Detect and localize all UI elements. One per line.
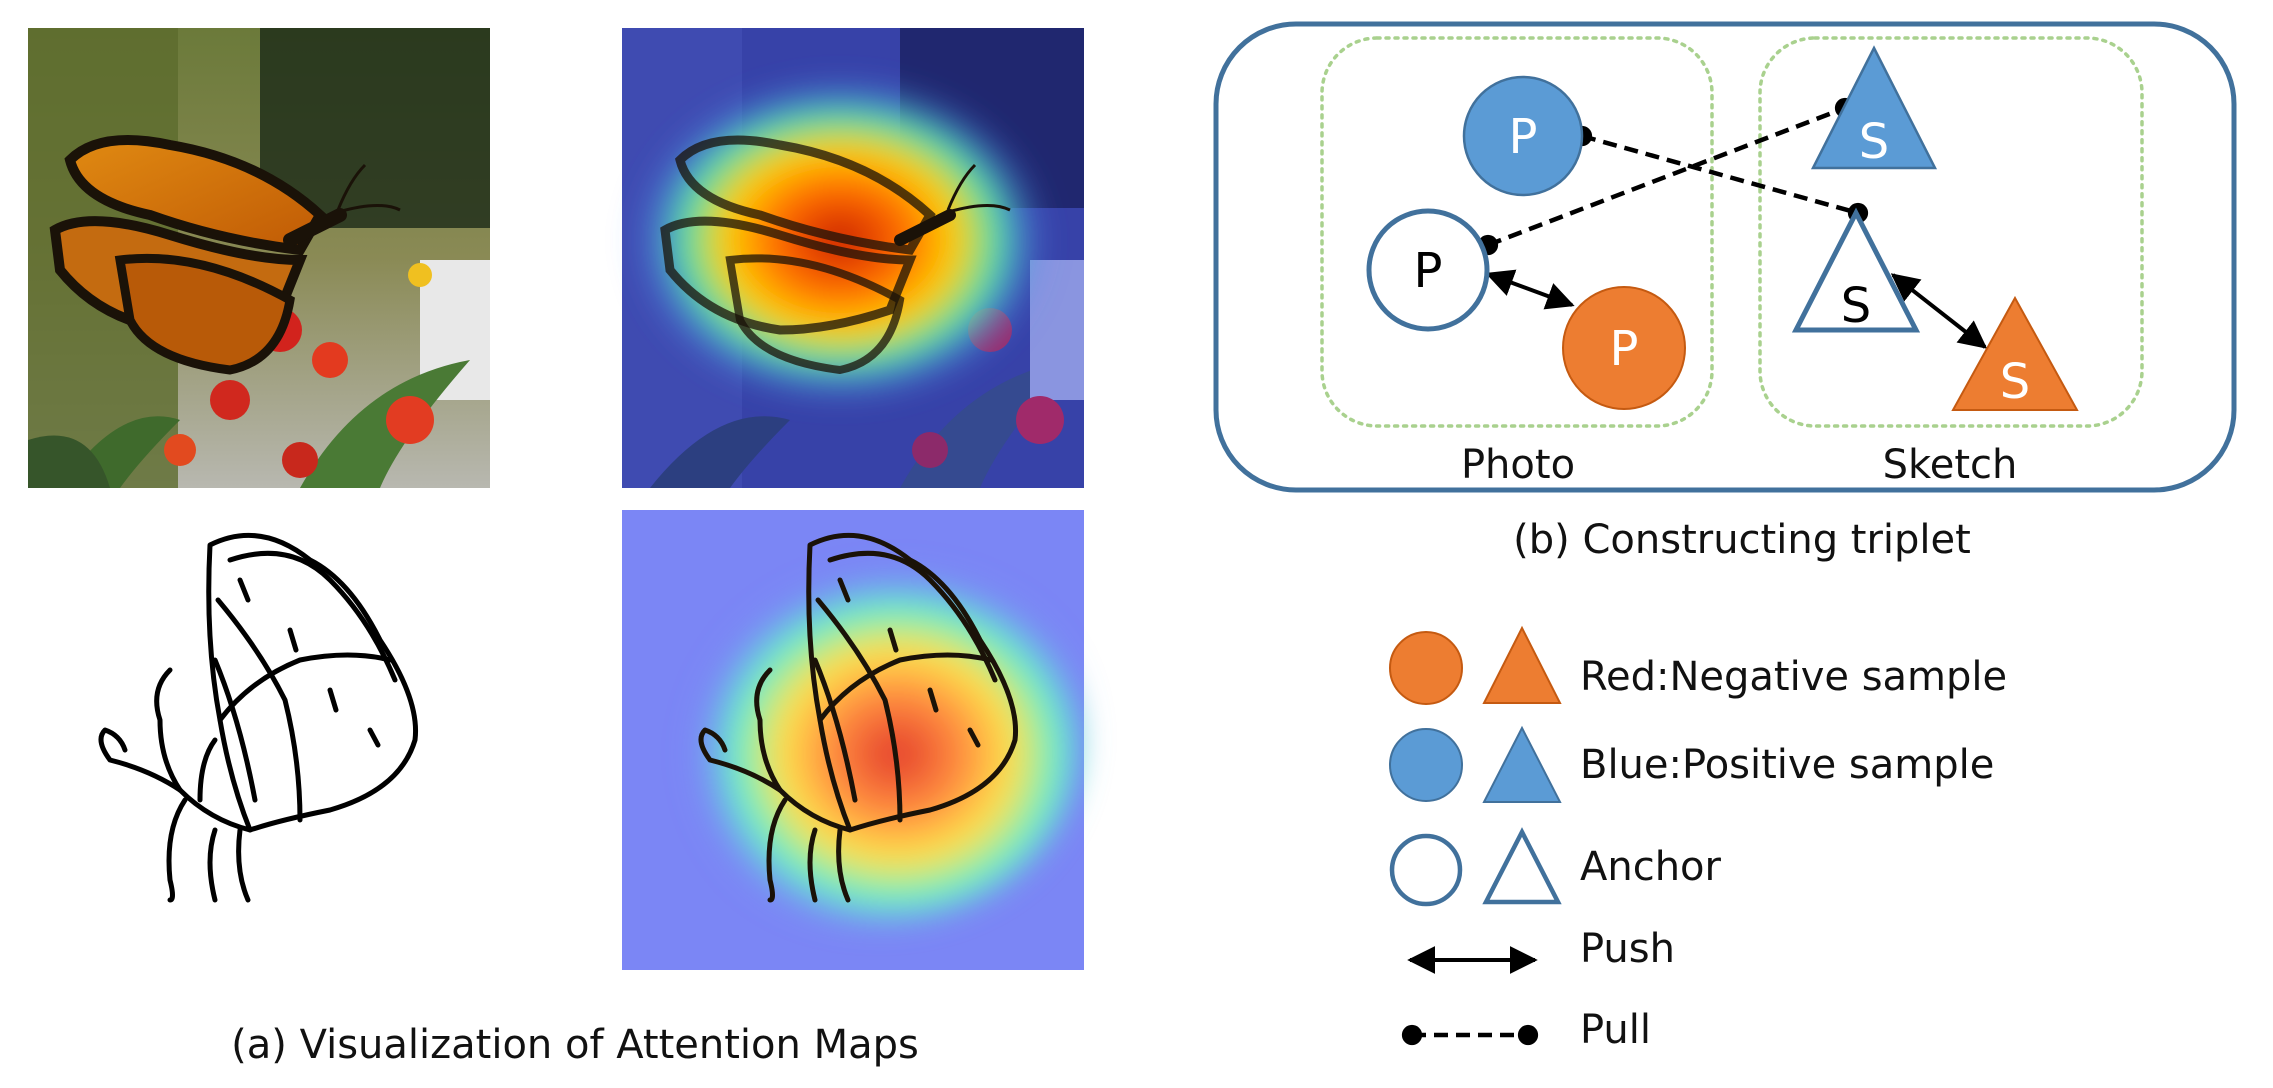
svg-text:Red:Negative sample: Red:Negative sample (1580, 654, 2007, 700)
sketch-negative-node: S (1951, 295, 2079, 411)
svg-text:Blue:Positive sample: Blue:Positive sample (1580, 742, 1994, 788)
panel-b: P P P S S S Photo Sketch (b) Constructin… (1213, 21, 2237, 563)
sketch-attention (622, 510, 1085, 970)
panel-b-caption: (b) Constructing triplet (1513, 517, 1971, 563)
pull-line-photo-positive-to-sketch-anchor (1571, 125, 1869, 224)
photo-original (28, 28, 490, 488)
svg-text:Pull: Pull (1580, 1007, 1651, 1053)
panel-a-caption: (a) Visualization of Attention Maps (231, 1022, 919, 1068)
triplet-frame (1213, 21, 2237, 493)
legend: Red:Negative sample Blue:Positive sample… (1389, 625, 2007, 1053)
sketch-group-box (1758, 36, 2144, 428)
push-line-photo (1485, 269, 1575, 310)
push-line-sketch (1890, 273, 1988, 349)
svg-text:S: S (1859, 114, 1889, 170)
photo-group-label: Photo (1461, 442, 1575, 488)
legend-positive: Blue:Positive sample (1389, 725, 1994, 803)
photo-anchor-node: P (1366, 208, 1490, 332)
legend-negative: Red:Negative sample (1389, 625, 2007, 705)
sketch-anchor-node: S (1791, 207, 1921, 334)
photo-attention (622, 28, 1084, 488)
svg-text:P: P (1509, 109, 1538, 165)
photo-positive-node: P (1462, 75, 1584, 197)
svg-text:Anchor: Anchor (1580, 844, 1722, 890)
sketch-original (28, 510, 490, 970)
svg-text:Push: Push (1580, 926, 1675, 972)
svg-text:S: S (2000, 354, 2030, 410)
legend-pull: Pull (1401, 1007, 1651, 1053)
svg-text:P: P (1610, 321, 1639, 377)
panel-a: (a) Visualization of Attention Maps (28, 28, 1085, 1068)
legend-push: Push (1407, 926, 1675, 974)
photo-negative-node: P (1562, 286, 1686, 410)
legend-anchor: Anchor (1389, 827, 1722, 907)
sketch-positive-node: S (1810, 45, 1938, 170)
svg-text:S: S (1841, 278, 1871, 334)
svg-text:P: P (1414, 243, 1443, 299)
sketch-group-label: Sketch (1883, 442, 2018, 488)
